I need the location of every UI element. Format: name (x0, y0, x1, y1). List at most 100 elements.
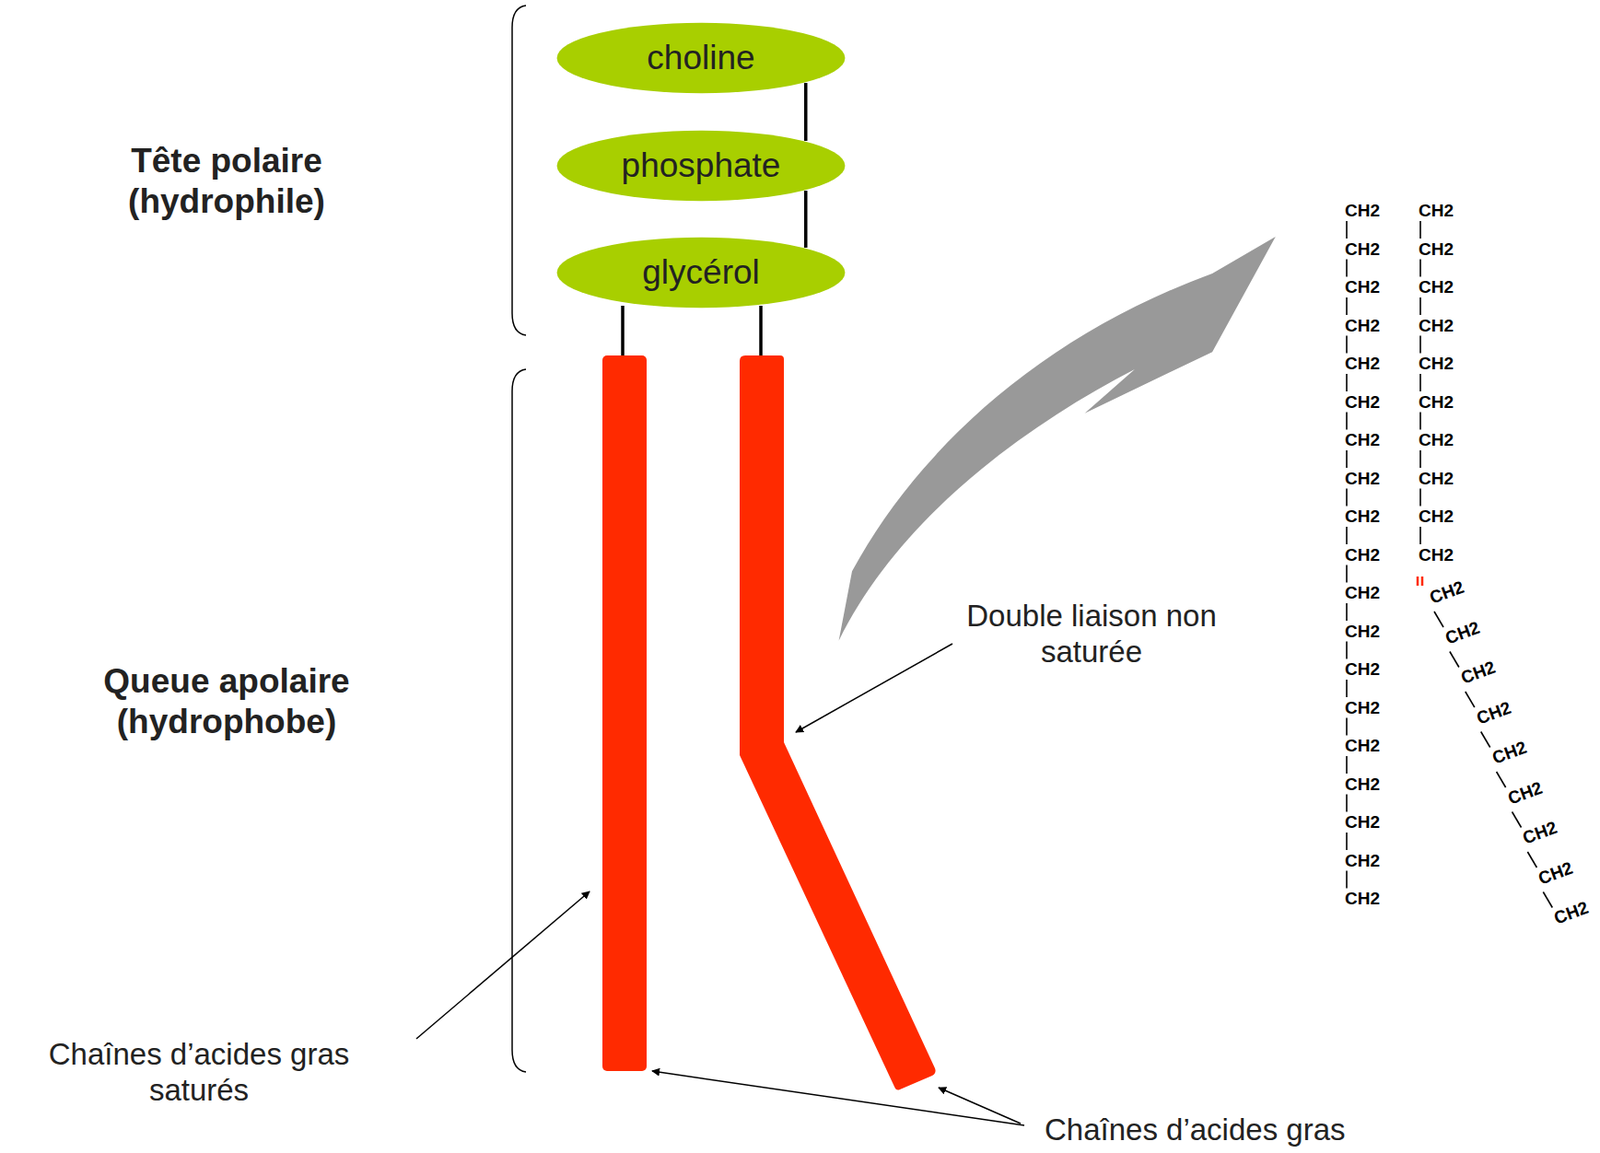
region-label: Queue apolaire (hydrophobe) (42, 661, 411, 742)
chemical-group: CH2 (1418, 468, 1454, 489)
callout-label: Chaînes d’acides gras (1044, 1112, 1561, 1149)
ch2-group: CH2 (1344, 852, 1380, 871)
bond-line (1345, 259, 1348, 278)
bond-line (1481, 732, 1491, 748)
bond-line (1345, 297, 1348, 316)
bond-line (1345, 718, 1348, 736)
head-group-ellipse: glycérol (555, 236, 847, 309)
chemical-group: CH2 (1418, 392, 1454, 412)
chemical-group: CH2 (1344, 239, 1380, 259)
chemical-group: CH2 (1442, 617, 1483, 648)
bond-line (1542, 892, 1553, 909)
ch2-group: CH2 (1344, 546, 1380, 565)
chemical-group: CH2 (1489, 737, 1530, 769)
chemical-group: CH2 (1551, 898, 1591, 929)
ch2-group: CH2 (1344, 622, 1380, 642)
bond-line (1512, 812, 1522, 829)
ellipse-fill (557, 130, 846, 201)
bond-line (1419, 373, 1422, 392)
chemical-group: CH2 (1344, 735, 1380, 756)
bond-line (1419, 489, 1422, 507)
ch2-group: CH2 (1489, 738, 1530, 769)
bond-line (1419, 450, 1422, 468)
node-label: choline (646, 38, 755, 78)
chemical-group: CH2 (1426, 577, 1467, 608)
ch2-group: CH2 (1344, 393, 1380, 412)
bond-line (1345, 642, 1348, 660)
bond-line (1419, 297, 1422, 316)
region-label: Tête polaire (hydrophile) (42, 140, 411, 222)
ch2-group: CH2 (1418, 469, 1454, 489)
bond-line (1345, 489, 1348, 507)
callout-label: Double liaison non saturée (957, 598, 1226, 671)
ch2-group: CH2 (1418, 278, 1454, 297)
bond-line (1345, 526, 1348, 545)
chemical-group: CH2 (1344, 200, 1380, 221)
label-text: Queue apolaire (hydrophobe) (103, 662, 350, 741)
bond-line (1434, 611, 1444, 628)
chemical-group: CH2 (1418, 200, 1454, 221)
bond-line (1345, 373, 1348, 392)
bond-line (1345, 412, 1348, 431)
head-group-ellipse: choline (555, 22, 847, 94)
chemical-group: CH2 (1344, 812, 1380, 832)
chemical-group: CH2 (1418, 506, 1454, 526)
brace (512, 5, 526, 336)
chemical-group: CH2 (1344, 698, 1380, 718)
node-label: glycérol (642, 253, 760, 292)
double-bond (1421, 576, 1425, 586)
leader-line (652, 1071, 1025, 1126)
brace (512, 369, 526, 1073)
ch2-group: CH2 (1458, 658, 1498, 689)
saturated-tail (602, 355, 647, 1072)
bond-line (620, 305, 625, 358)
chemical-group: CH2 (1344, 774, 1380, 795)
label-text: Double liaison non saturée (966, 598, 1217, 669)
chemical-group: CH2 (1418, 353, 1454, 374)
ch2-group: CH2 (1344, 736, 1380, 756)
ch2-group: CH2 (1344, 469, 1380, 489)
bond-line (804, 190, 808, 248)
callout-label: Chaînes d’acides gras saturés (10, 1037, 388, 1110)
chemical-group: CH2 (1418, 277, 1454, 297)
label-text: Tête polaire (hydrophile) (128, 141, 326, 221)
chemical-group: CH2 (1344, 545, 1380, 565)
ch2-group: CH2 (1344, 201, 1380, 221)
leader-line (795, 643, 953, 733)
chemical-group: CH2 (1505, 777, 1545, 808)
bond-line (1419, 221, 1422, 239)
chemical-group: CH2 (1344, 468, 1380, 489)
bond-line (759, 305, 763, 358)
chemical-group: CH2 (1344, 621, 1380, 642)
ch2-group: CH2 (1344, 354, 1380, 374)
chemical-group: CH2 (1520, 817, 1561, 849)
bond-line (1345, 450, 1348, 468)
chemical-group: CH2 (1344, 277, 1380, 297)
ch2-group: CH2 (1344, 699, 1380, 718)
bond-line (1345, 565, 1348, 584)
node-label: phosphate (621, 146, 782, 186)
bond-line (1345, 794, 1348, 813)
label-text: Chaînes d’acides gras saturés (48, 1037, 351, 1108)
bond-line (1345, 603, 1348, 621)
ellipse-fill (557, 23, 846, 94)
ch2-group: CH2 (1418, 240, 1454, 259)
double-bond (1416, 576, 1420, 586)
chemical-group: CH2 (1344, 315, 1380, 336)
chemical-group: CH2 (1458, 657, 1498, 689)
leader-line (938, 1087, 1021, 1124)
bond-line (804, 82, 808, 141)
ch2-group: CH2 (1344, 278, 1380, 297)
chemical-group: CH2 (1344, 392, 1380, 412)
bond-line (1345, 336, 1348, 354)
chemical-group: CH2 (1344, 659, 1380, 679)
chemical-group: CH2 (1418, 239, 1454, 259)
bond-line (1345, 871, 1348, 889)
ch2-group: CH2 (1344, 507, 1380, 526)
bond-line (1419, 412, 1422, 431)
leader-line (416, 891, 590, 1040)
chemical-group: CH2 (1344, 506, 1380, 526)
ch2-group: CH2 (1442, 618, 1483, 648)
ch2-group: CH2 (1418, 546, 1454, 565)
ch2-group: CH2 (1344, 813, 1380, 832)
